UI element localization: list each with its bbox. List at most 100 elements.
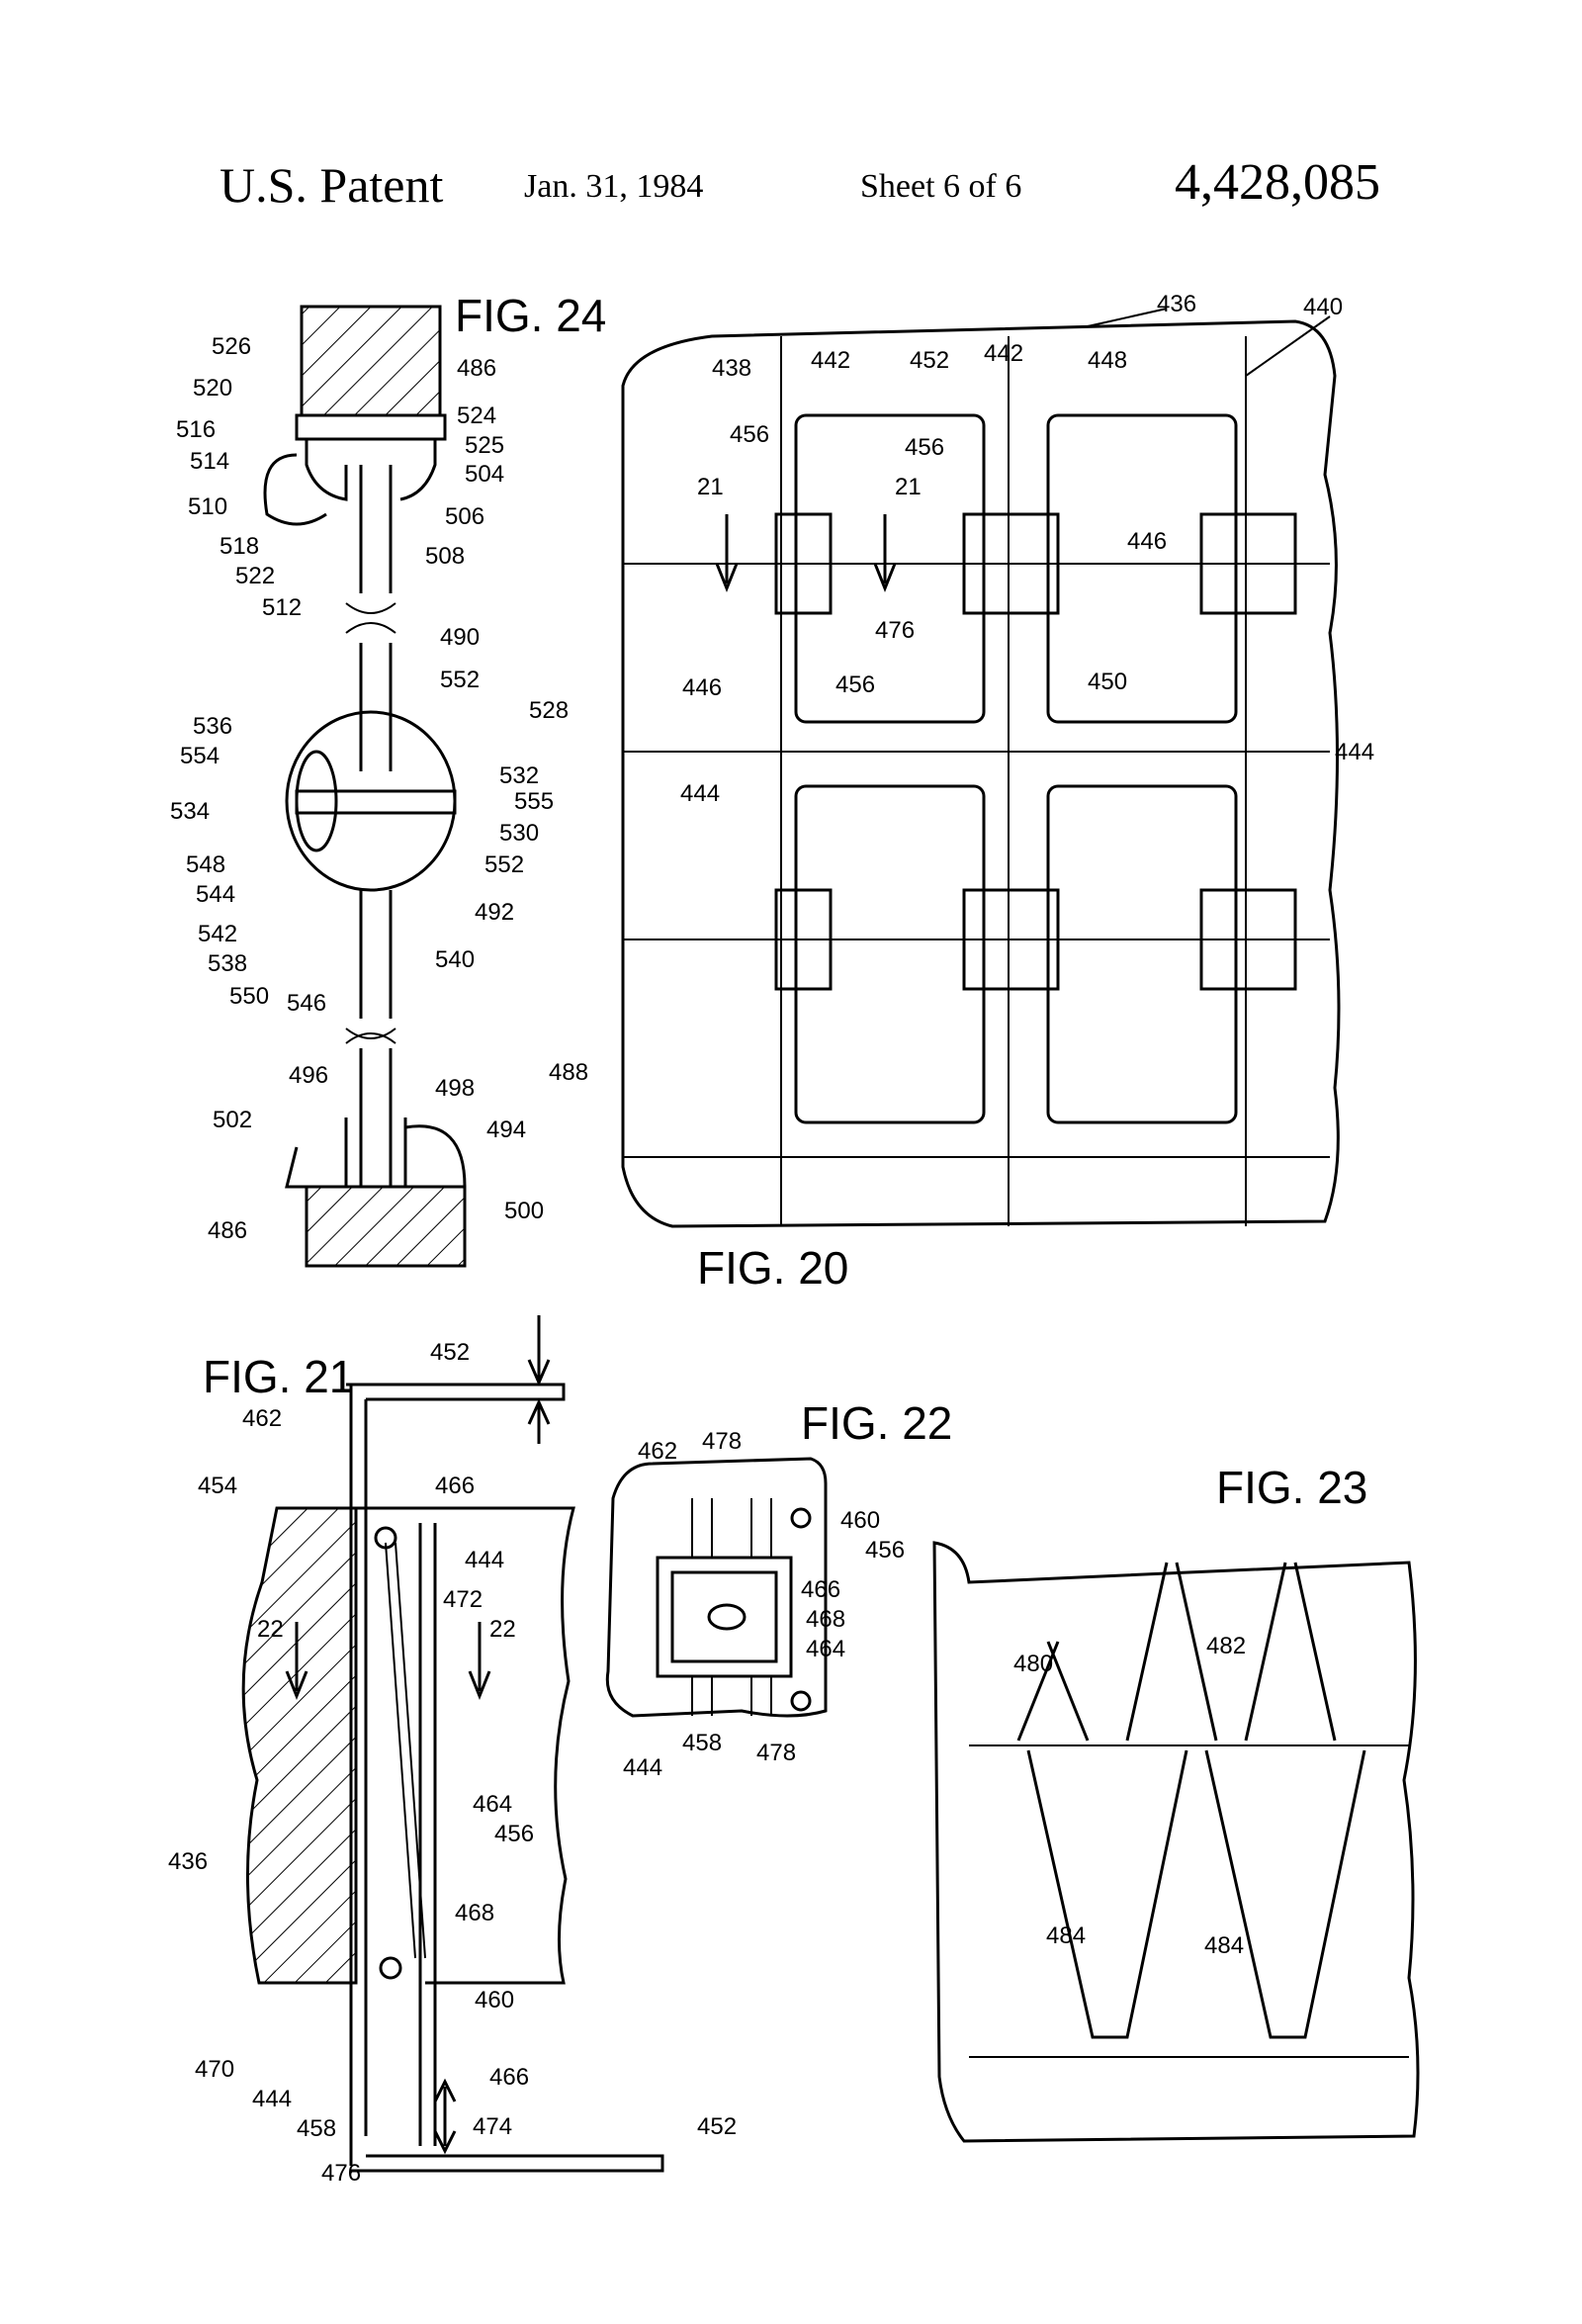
fig22-roller-bottom	[790, 1690, 812, 1712]
fig21-frame-left	[349, 1385, 368, 2166]
label-456: 456	[730, 421, 769, 448]
fig21-cable	[385, 1542, 426, 1959]
fig21-gap-arrows	[527, 1315, 551, 1444]
label-512: 512	[262, 594, 302, 621]
label-472: 472	[443, 1586, 483, 1613]
label-460: 460	[475, 1987, 514, 2013]
fig24-top-frame	[300, 305, 442, 417]
label-494: 494	[486, 1117, 526, 1143]
patent-header: U.S. Patent Jan. 31, 1984 Sheet 6 of 6 4…	[0, 0, 1582, 257]
fig21-bottom-panel	[351, 2154, 664, 2173]
fig24-top-clip	[305, 439, 437, 501]
label-478b: 478	[756, 1740, 796, 1766]
label-456b: 456	[905, 434, 944, 461]
label-436: 436	[1157, 291, 1196, 317]
label-474: 474	[473, 2113, 512, 2140]
fig24-connector-body	[285, 710, 457, 892]
fig24-connector-pin	[295, 789, 457, 815]
label-436: 436	[168, 1848, 208, 1875]
fig22-roller-top	[790, 1507, 812, 1529]
fig24-panel-lower	[359, 1048, 393, 1187]
label-466b: 466	[489, 2064, 529, 2091]
label-446: 446	[1127, 528, 1167, 555]
label-22b: 22	[489, 1616, 516, 1643]
label-462: 462	[638, 1438, 677, 1465]
label-444: 444	[1335, 739, 1374, 765]
label-522: 522	[235, 563, 275, 589]
label-458: 458	[297, 2115, 336, 2142]
label-456: 456	[865, 1537, 905, 1564]
label-484a: 484	[1046, 1922, 1086, 1949]
fig22-labels: 462 478 460 456 466 468 464 444 458 478	[623, 1428, 905, 1781]
label-452b: 452	[697, 2113, 737, 2140]
label-555: 555	[514, 788, 554, 815]
fig20-connector-1	[774, 512, 833, 615]
fig23-labels: 480 482 484 484	[1013, 1633, 1246, 1959]
fig21-pulley-bottom	[379, 1956, 402, 1980]
label-476: 476	[321, 2160, 361, 2187]
fig21-frame-right	[418, 1523, 437, 2146]
fig24-panel-upper	[359, 465, 393, 593]
patent-title: U.S. Patent	[220, 157, 444, 213]
label-518: 518	[220, 533, 259, 560]
fig21-pulley-top	[374, 1526, 397, 1550]
fig22-rails	[691, 1498, 772, 1716]
fig24-top-strip	[295, 413, 447, 441]
label-536: 536	[193, 713, 232, 740]
label-532: 532	[499, 762, 539, 789]
label-526: 526	[212, 333, 251, 360]
label-508: 508	[425, 543, 465, 570]
fig23-outline	[932, 1541, 1420, 2143]
fig24-break-lines	[345, 602, 396, 1044]
fig20-panel-4	[1046, 784, 1238, 1124]
fig20-grid-rows	[623, 563, 1330, 1158]
fig23-lower-w	[1026, 1749, 1366, 2039]
fig22-outline	[605, 1457, 828, 1718]
label-464: 464	[806, 1636, 845, 1662]
label-546: 546	[287, 990, 326, 1017]
fig24-bottom-rail	[285, 1146, 465, 1189]
figure-20: FIG. 20 436 440 438 442 452 442 448 456 …	[621, 291, 1374, 1294]
fig20-connector-2	[962, 512, 1060, 615]
fig24-labels: 526 486 520 524 516 525 514 504 510 506 …	[170, 333, 588, 1244]
fig20-grid-cols	[780, 336, 1247, 1226]
label-456c: 456	[835, 671, 875, 698]
label-444: 444	[465, 1547, 504, 1573]
label-468: 468	[806, 1606, 845, 1633]
label-528: 528	[529, 697, 569, 724]
label-450: 450	[1088, 669, 1127, 695]
fig20-connector-5	[962, 888, 1060, 991]
fig22-housing-outer	[656, 1556, 793, 1678]
label-552: 552	[440, 667, 480, 693]
label-544: 544	[196, 881, 235, 908]
fig22-pulley	[707, 1603, 747, 1631]
fig24-panel-middle-bottom	[359, 890, 393, 1019]
label-21a: 21	[697, 474, 724, 500]
label-506: 506	[445, 503, 484, 530]
label-438: 438	[712, 355, 751, 382]
fig23-title: FIG. 23	[1216, 1462, 1367, 1513]
label-476: 476	[875, 617, 915, 644]
label-484b: 484	[1204, 1932, 1244, 1959]
label-444: 444	[623, 1754, 662, 1781]
label-22a: 22	[257, 1616, 284, 1643]
label-470: 470	[195, 2056, 234, 2083]
label-500: 500	[504, 1198, 544, 1224]
fig24-title: FIG. 24	[455, 290, 606, 341]
label-524: 524	[457, 402, 496, 429]
label-446b: 446	[682, 674, 722, 701]
label-542: 542	[198, 921, 237, 947]
label-458: 458	[682, 1730, 722, 1756]
label-538: 538	[208, 950, 247, 977]
fig20-section-arrows	[715, 514, 897, 593]
fig20-labels: 436 440 438 442 452 442 448 456 456 21 2…	[680, 291, 1374, 807]
label-488: 488	[549, 1059, 588, 1086]
label-460: 460	[840, 1507, 880, 1534]
label-464: 464	[473, 1791, 512, 1818]
fig24-panel-middle-top	[359, 643, 393, 771]
fig24-connector-slot	[295, 750, 338, 852]
fig20-outline	[621, 319, 1341, 1228]
label-552b: 552	[484, 851, 524, 878]
label-456: 456	[494, 1821, 534, 1847]
label-502: 502	[213, 1107, 252, 1133]
